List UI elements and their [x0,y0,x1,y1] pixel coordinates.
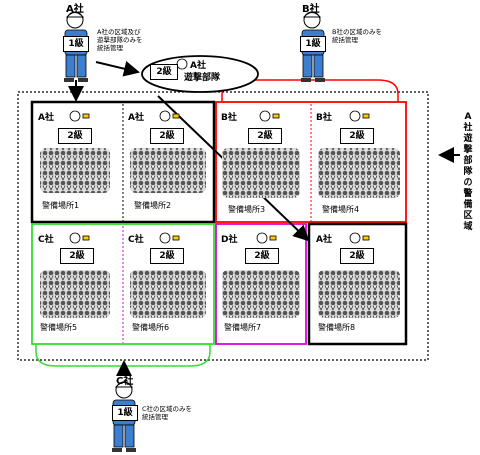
cell-8-location: 警備場所8 [318,323,356,332]
bottom-c-note: C社の区域のみを 統括管理 [142,405,192,421]
cell-5-company: C社 [38,235,54,245]
a-area-box [30,100,216,224]
cell-3-grade: 2級 [248,128,282,144]
top-a-note-line: A社の区域及び [97,28,141,36]
bottom-c-grade-badge: 1級 [112,405,138,421]
guard-icon-mobile [176,58,188,70]
crowd-images [40,148,400,318]
cell-2-location: 警備場所2 [134,201,172,210]
cell-7-company: D社 [221,235,238,245]
cell-8-grade: 2級 [340,248,374,264]
cell-7-grade: 2級 [245,248,279,264]
bottom-c-note-line: C社の区域のみを [142,405,193,413]
top-b-note: B社の区域のみを 統括管理 [332,28,382,44]
guard-icon-5 [69,232,90,244]
cell-5-location: 警備場所5 [40,323,78,332]
cell-4-company: B社 [316,113,332,123]
top-b-note-line: 統括管理 [332,36,358,44]
cell-7-location: 警備場所7 [224,323,262,332]
mobile-unit-company: A社 [190,61,206,71]
crowd-image-4 [318,148,400,198]
crowd-image-8 [318,270,400,318]
bottom-c-note-line: 統括管理 [142,413,168,421]
cell-2-grade: 2級 [150,128,184,144]
cell-4-location: 警備場所4 [322,205,360,214]
cell-3-company: B社 [221,113,237,123]
guard-icon-3 [259,110,280,122]
guard-icon-7 [256,232,277,244]
crowd-image-3 [222,148,300,198]
top-a-note: A社の区域及び 遊撃部隊のみを 統括管理 [97,28,143,52]
guard-icon-6 [159,232,180,244]
guard-icon-1 [69,110,90,122]
cell-2-company: A社 [128,113,144,123]
cell-3-location: 警備場所3 [228,205,266,214]
guard-icon-2 [159,110,180,122]
bottom-c-company: C社 [116,376,134,387]
guard-icons [69,58,370,244]
top-a-note-line: 統括管理 [97,44,123,52]
cell-4-grade: 2級 [340,128,374,144]
top-b-grade-badge: 1級 [300,36,326,52]
crowd-image-7 [222,270,300,318]
mobile-unit-area [17,91,429,361]
cell-1-location: 警備場所1 [42,201,80,210]
mobile-unit-grade-badge: 2級 [150,64,178,80]
crowd-image-5 [40,270,110,318]
a8-area-box [307,222,408,346]
cell-1-grade: 2級 [58,128,92,144]
top-b-note-line: B社の区域のみを [332,28,382,36]
top-a-grade-badge: 1級 [63,36,89,52]
b-area-box [215,101,407,223]
crowd-image-1 [40,148,110,193]
cell-8-company: A社 [316,235,332,245]
cell-5-grade: 2級 [60,248,94,264]
cell-6-location: 警備場所6 [132,323,170,332]
side-area-label: A社遊撃部隊の警備区域 [463,112,473,232]
top-a-company: A社 [66,4,84,15]
top-b-company: B社 [302,4,320,15]
crowd-image-2 [130,148,206,193]
crowd-image-6 [130,270,206,318]
guard-icon-8 [349,232,370,244]
guard-icon-4 [349,110,370,122]
c-area-box [31,223,215,345]
cell-1-company: A社 [38,113,54,123]
mobile-unit-name: 遊撃部隊 [184,73,221,83]
d-area-box [215,223,307,345]
cell-6-grade: 2級 [150,248,184,264]
cell-6-company: C社 [128,235,144,245]
top-a-note-line: 遊撃部隊のみを [97,36,143,44]
arrow-a-to-mobile [95,60,140,77]
